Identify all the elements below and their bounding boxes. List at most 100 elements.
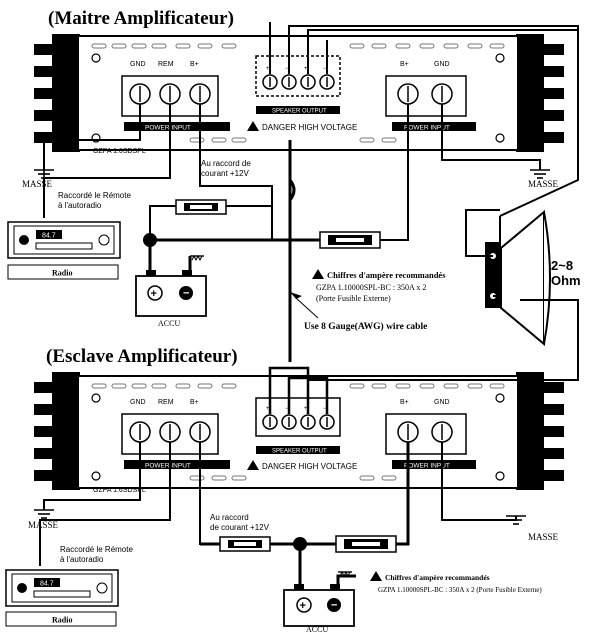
master-remote-label-1: Raccordé le Rémote bbox=[58, 191, 131, 200]
slave-gnd-label: GND bbox=[130, 399, 146, 406]
slave-power-input-label: POWER INPUT bbox=[145, 463, 191, 470]
speaker-feed-wires bbox=[465, 209, 501, 297]
master-power-input-label-right: POWER INPUT bbox=[404, 125, 450, 132]
slave-fuse-holder-small bbox=[219, 536, 271, 552]
slave-radio-label: Radio bbox=[52, 616, 72, 625]
slave-right-bplus-label: B+ bbox=[400, 399, 409, 406]
master-rem-label: REM bbox=[158, 61, 174, 68]
slave-model-label: GZPA 1.6SDSPL bbox=[93, 487, 146, 494]
master-model-label: GZPA 1.6SDSPL bbox=[93, 148, 146, 155]
svg-text:+: + bbox=[304, 406, 308, 412]
svg-text:+: + bbox=[304, 66, 308, 72]
master-danger-label: DANGER HIGH VOLTAGE bbox=[262, 123, 357, 132]
master-speaker-wires bbox=[269, 22, 579, 217]
master-junction-dot bbox=[143, 233, 157, 247]
master-right-ground-wire bbox=[380, 104, 541, 241]
slave-current-label-1: Au raccord bbox=[210, 513, 249, 522]
master-fuse-spec-2: (Porte Fusible Externe) bbox=[316, 294, 391, 303]
slave-speaker-outer-wire bbox=[308, 299, 579, 381]
slave-battery-plus-icon: + bbox=[300, 600, 306, 612]
master-heatsink-right bbox=[516, 34, 564, 152]
slave-junction-dot bbox=[293, 537, 307, 551]
master-power-input-bar-right bbox=[392, 122, 476, 131]
master-heatsink-left bbox=[34, 34, 80, 152]
slave-battery-minus-icon: − bbox=[331, 600, 337, 612]
slave-speaker-bridge-wires bbox=[268, 366, 329, 414]
svg-text:−: − bbox=[323, 406, 327, 412]
slave-heatsink-left bbox=[34, 372, 80, 490]
ohm-range-label: 2~8 bbox=[551, 258, 573, 273]
master-screws bbox=[91, 53, 505, 143]
battery-plus-icon: + bbox=[151, 288, 157, 300]
speaker-icon bbox=[485, 209, 551, 347]
master-speaker-terminals bbox=[262, 74, 335, 90]
slave-fuse-title: Chiffres d'ampère recommandés bbox=[385, 573, 490, 582]
master-amplifier: GND REM B+ POWER INPUT B+ GND POWER INPU… bbox=[34, 34, 564, 155]
slave-warning-icon bbox=[247, 460, 259, 470]
master-speaker-polarity-marks: + − + − bbox=[266, 66, 327, 72]
svg-text:−: − bbox=[323, 66, 327, 72]
master-right-ground-icon bbox=[530, 169, 550, 179]
slave-heading: (Esclave Amplificateur) bbox=[46, 346, 238, 367]
master-heading: (Maitre Amplificateur) bbox=[48, 8, 234, 29]
slave-danger-label: DANGER HIGH VOLTAGE bbox=[262, 462, 357, 471]
master-current-label-1: Au raccord de bbox=[201, 159, 251, 168]
slave-radio: 84.7 bbox=[5, 569, 119, 607]
slave-power-terminals bbox=[129, 421, 211, 443]
slave-ground-icon bbox=[34, 509, 54, 519]
master-accu-label: ACCU bbox=[158, 319, 180, 328]
master-right-bplus-label: B+ bbox=[400, 61, 409, 68]
master-radio-display: 84.7 bbox=[42, 233, 56, 240]
slave-power-terminals-right bbox=[397, 421, 453, 443]
master-warning-icon bbox=[247, 121, 259, 131]
master-masse-left: MASSE bbox=[22, 179, 53, 189]
master-fuse-holder-small bbox=[175, 199, 227, 215]
slave-masse-left: MASSE bbox=[28, 520, 59, 530]
master-fuse-warning-icon bbox=[312, 269, 324, 279]
main-link-cable bbox=[288, 140, 296, 362]
master-fuse-spec-1: GZPA 1.10000SPL-BC : 350A x 2 bbox=[316, 283, 426, 292]
slave-masse-right: MASSE bbox=[528, 532, 559, 542]
slave-rem-label: REM bbox=[158, 399, 174, 406]
slave-speaker-terminals bbox=[262, 414, 335, 430]
master-fuse-holder-large bbox=[319, 231, 381, 249]
slave-remote-label-1: Raccordé le Rémote bbox=[60, 545, 133, 554]
slave-accu-label: ACCU bbox=[306, 625, 328, 634]
slave-current-label-2: de courant +12V bbox=[210, 523, 270, 532]
slave-right-ground-icon bbox=[506, 515, 526, 525]
master-fuse-title: Chiffres d'ampère recommandés bbox=[327, 270, 446, 280]
slave-speaker-output-bar bbox=[256, 446, 340, 454]
slave-amplifier: GND REM B+ POWER INPUT B+ GND POWER INPU… bbox=[34, 372, 564, 494]
battery-minus-icon: − bbox=[183, 288, 189, 300]
slave-power-input-bar bbox=[124, 460, 230, 469]
gauge-label: Use 8 Gauge(AWG) wire cable bbox=[304, 321, 427, 332]
master-radio-label: Radio bbox=[52, 269, 72, 278]
svg-text:+: + bbox=[266, 66, 270, 72]
master-current-label-2: courant +12V bbox=[201, 169, 249, 178]
master-vent-slots bbox=[91, 43, 505, 143]
slave-speaker-polarity-marks: + − + − bbox=[266, 406, 327, 412]
master-battery: + − bbox=[135, 254, 207, 317]
slave-battery: + − bbox=[283, 570, 355, 627]
master-power-terminals bbox=[129, 83, 211, 105]
slave-fuse-warning-icon bbox=[370, 571, 382, 581]
svg-text:−: − bbox=[285, 406, 289, 412]
slave-power-input-bar-right bbox=[392, 460, 476, 469]
slave-remote-label-2: à l'autoradio bbox=[60, 555, 104, 564]
master-gnd-label: GND bbox=[130, 61, 146, 68]
master-bplus-label: B+ bbox=[190, 61, 199, 68]
slave-vent-slots bbox=[91, 383, 505, 481]
slave-bplus-label: B+ bbox=[190, 399, 199, 406]
master-power-input-bar bbox=[124, 122, 230, 131]
slave-heatsink-right bbox=[516, 372, 564, 490]
master-remote-label-2: à l'autoradio bbox=[58, 201, 102, 210]
master-radio: 84.7 bbox=[7, 221, 121, 259]
master-power-main-wire bbox=[148, 238, 290, 276]
slave-right-ground-wire bbox=[441, 442, 517, 521]
slave-right-gnd-label: GND bbox=[434, 399, 450, 406]
svg-text:−: − bbox=[285, 66, 289, 72]
slave-radio-display: 84.7 bbox=[40, 581, 54, 588]
svg-text:+: + bbox=[266, 406, 270, 412]
slave-power-input-label-right: POWER INPUT bbox=[404, 463, 450, 470]
